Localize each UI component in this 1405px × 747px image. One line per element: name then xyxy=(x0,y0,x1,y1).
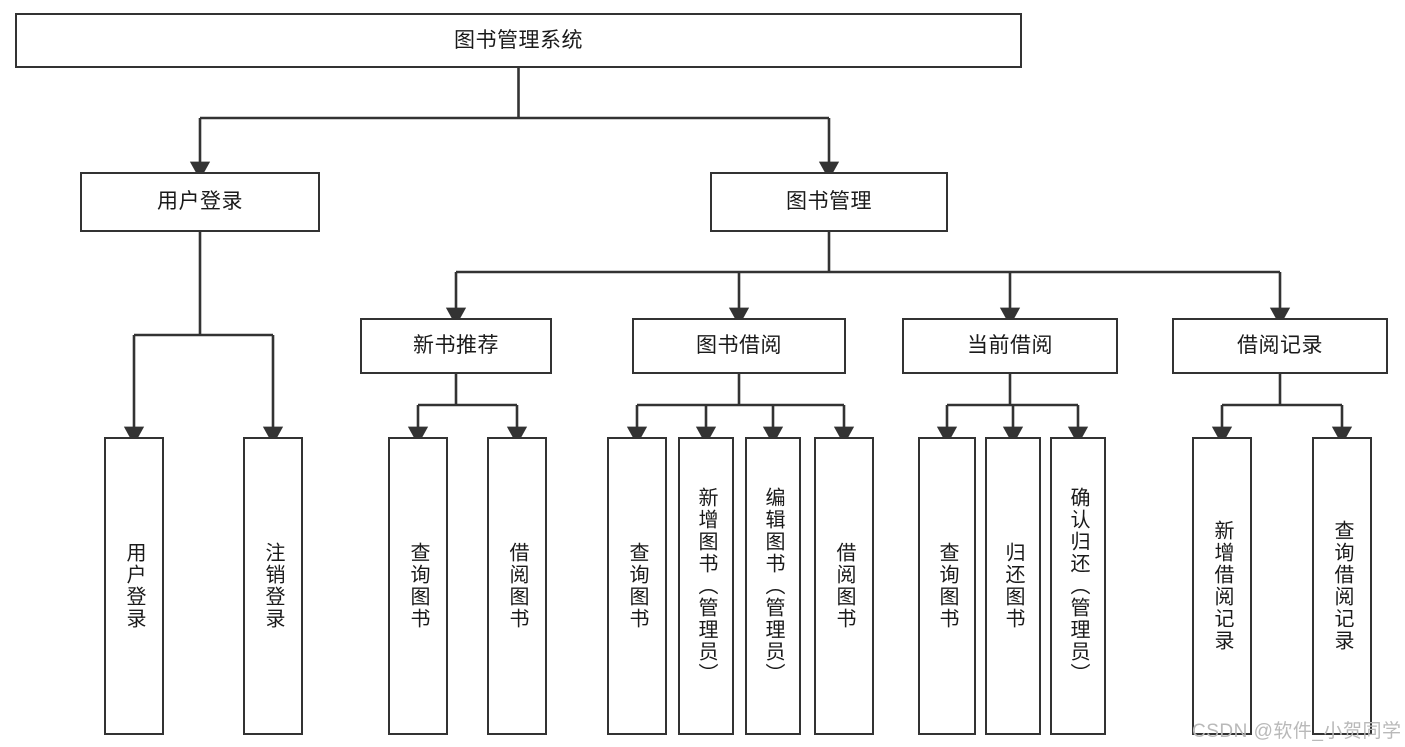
node-leaf-edit-book[interactable]: 编辑图书（管理员） xyxy=(745,437,801,735)
node-user-login[interactable]: 用户登录 xyxy=(80,172,320,232)
node-label: 归还图书 xyxy=(1002,542,1024,630)
node-book-manage[interactable]: 图书管理 xyxy=(710,172,948,232)
node-leaf-borrow-book-rec[interactable]: 借阅图书 xyxy=(487,437,547,735)
node-label: 新书推荐 xyxy=(413,334,499,358)
node-label: 图书借阅 xyxy=(696,334,782,358)
node-label: 用户登录 xyxy=(123,542,145,630)
node-leaf-query-book-rec[interactable]: 查询图书 xyxy=(388,437,448,735)
node-label: 当前借阅 xyxy=(967,334,1053,358)
node-leaf-query-record[interactable]: 查询借阅记录 xyxy=(1312,437,1372,735)
node-root[interactable]: 图书管理系统 xyxy=(15,13,1022,68)
node-label: 查询图书 xyxy=(626,542,648,630)
node-label: 编辑图书（管理员） xyxy=(762,487,784,685)
node-leaf-confirm-return[interactable]: 确认归还（管理员） xyxy=(1050,437,1106,735)
node-borrow-record[interactable]: 借阅记录 xyxy=(1172,318,1388,374)
node-leaf-borrow-book[interactable]: 借阅图书 xyxy=(814,437,874,735)
node-label: 确认归还（管理员） xyxy=(1067,487,1089,685)
node-label: 新增图书（管理员） xyxy=(695,487,717,685)
node-label: 借阅记录 xyxy=(1237,334,1323,358)
node-leaf-add-record[interactable]: 新增借阅记录 xyxy=(1192,437,1252,735)
node-current-borrow[interactable]: 当前借阅 xyxy=(902,318,1118,374)
node-label: 查询图书 xyxy=(936,542,958,630)
watermark: CSDN @软件_小贺同学 xyxy=(1192,721,1402,742)
node-label: 用户登录 xyxy=(157,190,243,214)
node-label: 借阅图书 xyxy=(833,542,855,630)
node-label: 新增借阅记录 xyxy=(1211,520,1233,652)
node-leaf-return-book[interactable]: 归还图书 xyxy=(985,437,1041,735)
node-leaf-query-book[interactable]: 查询图书 xyxy=(607,437,667,735)
node-label: 借阅图书 xyxy=(506,542,528,630)
node-label: 图书管理 xyxy=(786,190,872,214)
node-label: 注销登录 xyxy=(262,542,284,630)
node-leaf-add-book[interactable]: 新增图书（管理员） xyxy=(678,437,734,735)
node-leaf-query-book-cur[interactable]: 查询图书 xyxy=(918,437,976,735)
node-label: 图书管理系统 xyxy=(454,28,583,52)
node-new-book-rec[interactable]: 新书推荐 xyxy=(360,318,552,374)
node-label: 查询借阅记录 xyxy=(1331,520,1353,652)
node-book-borrow[interactable]: 图书借阅 xyxy=(632,318,846,374)
node-label: 查询图书 xyxy=(407,542,429,630)
node-leaf-user-login[interactable]: 用户登录 xyxy=(104,437,164,735)
node-leaf-user-logout[interactable]: 注销登录 xyxy=(243,437,303,735)
